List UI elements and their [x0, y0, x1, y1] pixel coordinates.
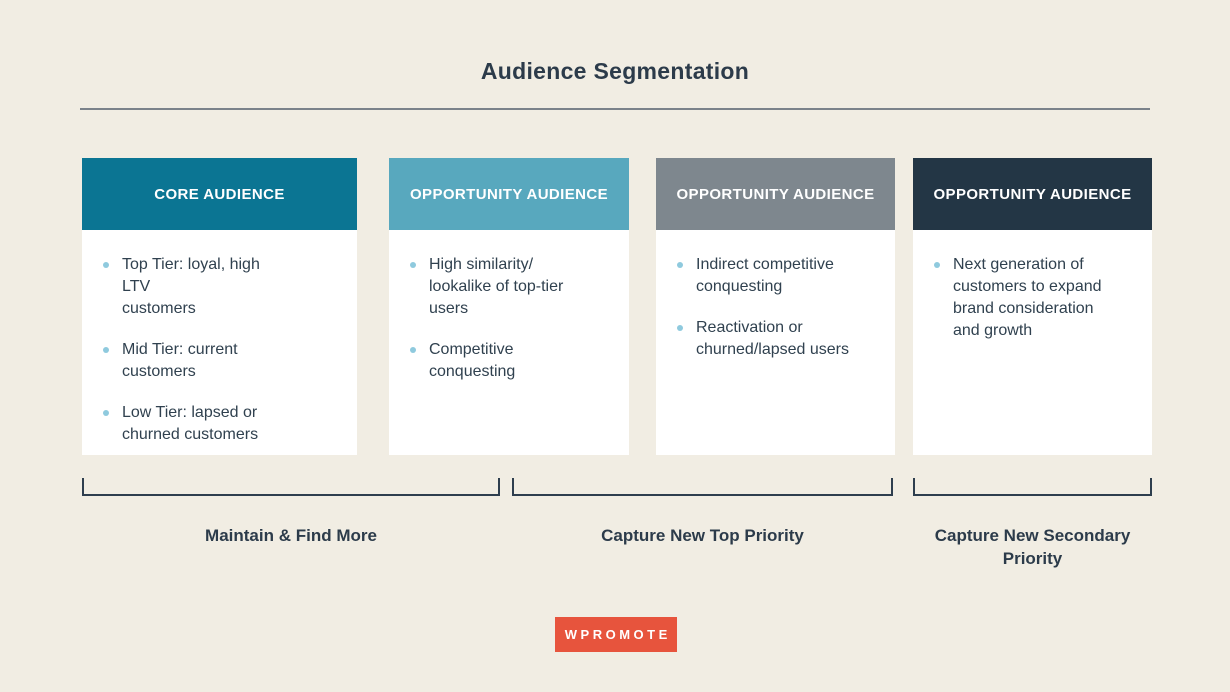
group-bracket-maintain: [82, 478, 500, 496]
group-label-maintain: Maintain & Find More: [205, 526, 377, 545]
bullet-item: Top Tier: loyal, high LTV customers: [102, 254, 285, 320]
page-title: Audience Segmentation: [480, 58, 750, 84]
bullet-item: Indirect competitive conquesting: [676, 254, 877, 298]
group-bracket-secondary-priority: [913, 478, 1152, 496]
bullet-item: Mid Tier: current customers: [102, 339, 285, 383]
card-header: OPPORTUNITY AUDIENCE: [389, 158, 629, 230]
title-divider: [80, 108, 1150, 110]
card-opportunity-audience-3: OPPORTUNITY AUDIENCE Next generation of …: [913, 158, 1152, 455]
card-header: OPPORTUNITY AUDIENCE: [913, 158, 1152, 230]
card-bullet-list: High similarity/ lookalike of top-tier u…: [389, 230, 629, 455]
bullet-item: Next generation of customers to expand b…: [933, 254, 1134, 342]
card-core-audience: CORE AUDIENCE Top Tier: loyal, high LTV …: [82, 158, 357, 455]
card-bullet-list: Next generation of customers to expand b…: [913, 230, 1152, 455]
wpromote-logo: WPROMOTE: [555, 617, 677, 652]
bullet-item: Reactivation or churned/lapsed users: [676, 317, 877, 361]
card-header: CORE AUDIENCE: [82, 158, 357, 230]
bullet-item: High similarity/ lookalike of top-tier u…: [409, 254, 611, 320]
card-header: OPPORTUNITY AUDIENCE: [656, 158, 895, 230]
bullet-item: Competitive conquesting: [409, 339, 611, 383]
bullet-item: Low Tier: lapsed or churned customers: [102, 402, 285, 446]
group-label-top-priority: Capture New Top Priority: [601, 526, 804, 545]
group-bracket-top-priority: [512, 478, 893, 496]
card-opportunity-audience-1: OPPORTUNITY AUDIENCE High similarity/ lo…: [389, 158, 629, 455]
group-label-secondary-priority: Capture New Secondary Priority: [934, 526, 1131, 568]
card-opportunity-audience-2: OPPORTUNITY AUDIENCE Indirect competitiv…: [656, 158, 895, 455]
